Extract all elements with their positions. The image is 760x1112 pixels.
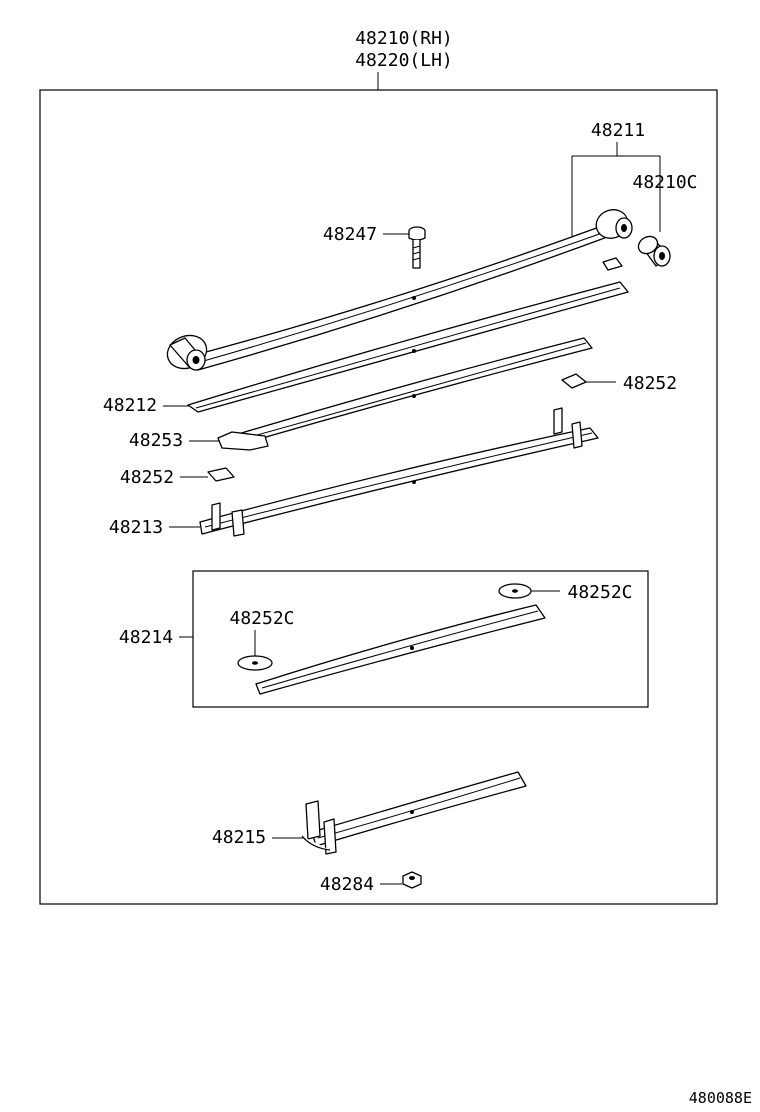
leaf-48214 (255, 604, 546, 695)
leaf-48213 (199, 407, 599, 537)
bracket-48211 (571, 142, 661, 238)
leaf-48215 (301, 771, 527, 855)
callout-48284: 48284 (320, 874, 374, 895)
washer-48252c-right (498, 583, 532, 599)
subassembly-48214-frame (192, 570, 649, 708)
callout-48210c: 48210C (632, 172, 697, 193)
callout-48215: 48215 (212, 827, 266, 848)
nut-48284 (402, 871, 422, 889)
center-bolt-48247 (408, 226, 426, 269)
callout-48252c-left: 48252C (229, 608, 294, 629)
callout-48252c-right: 48252C (567, 582, 632, 603)
callout-48247: 48247 (323, 224, 377, 245)
callout-48214: 48214 (119, 627, 173, 648)
callout-48252-right: 48252 (623, 373, 677, 394)
callout-48252-left: 48252 (120, 467, 174, 488)
callout-48212: 48212 (103, 395, 157, 416)
callout-48211: 48211 (591, 120, 645, 141)
pad-upper (602, 257, 623, 271)
assembly-label-lh: 48220(LH) (355, 50, 453, 71)
leaf-48253 (217, 337, 593, 451)
main-leaf-48211 (166, 209, 633, 371)
assembly-frame (39, 89, 718, 905)
assembly-label-rh: 48210(RH) (355, 28, 453, 49)
callout-48253: 48253 (129, 430, 183, 451)
pad-48252-left (207, 467, 235, 482)
washer-48252c-left (237, 655, 273, 671)
leaf-48212 (187, 281, 629, 413)
figure-code: 480088E (689, 1089, 752, 1107)
pad-48252-right (561, 373, 587, 389)
callout-48213: 48213 (109, 517, 163, 538)
bushing-48210c (637, 235, 671, 267)
